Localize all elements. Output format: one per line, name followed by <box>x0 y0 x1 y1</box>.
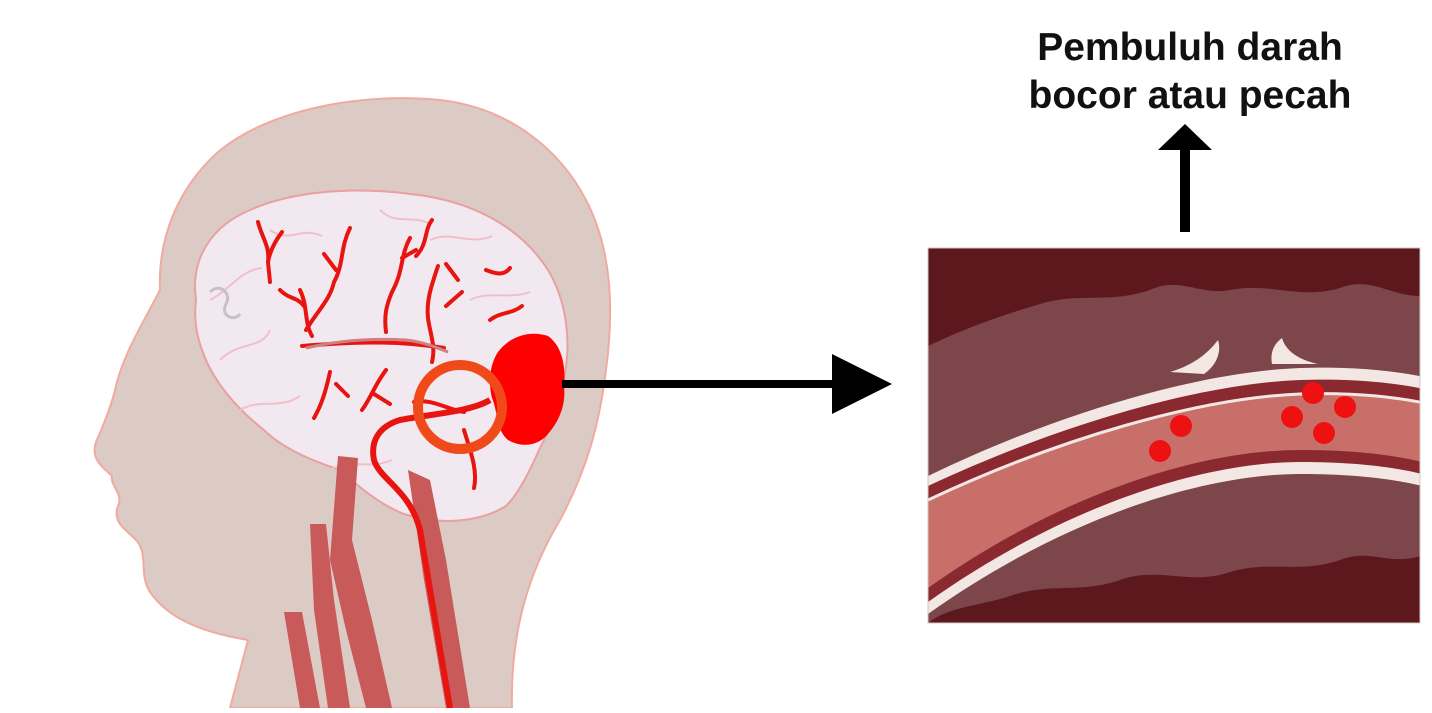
blood-cell <box>1313 422 1335 444</box>
blood-cell <box>1302 382 1324 404</box>
arrow-up <box>1158 124 1212 232</box>
brain <box>194 189 569 522</box>
neck-vessels <box>284 456 470 708</box>
head-illustration <box>93 97 612 709</box>
blood-cells <box>1149 382 1356 462</box>
blood-cell <box>1170 415 1192 437</box>
brain-arteries <box>256 218 524 490</box>
rupture-label-line1: Pembuluh darah <box>1037 26 1343 69</box>
carotid-artery <box>370 397 492 709</box>
brain-vessel-main <box>305 337 449 354</box>
brain-stem-detail <box>208 286 242 320</box>
blood-cell <box>1149 440 1171 462</box>
blood-cell <box>1334 396 1356 418</box>
highlight-circle <box>413 360 507 454</box>
rupture-label-line2: bocor atau pecah <box>1028 74 1352 117</box>
arrow-right <box>562 354 892 414</box>
brain-folds <box>209 209 531 471</box>
blood-cell <box>1281 406 1303 428</box>
blood-vessel-closeup <box>927 247 1421 624</box>
rupture-label: Pembuluh darah bocor atau pecah <box>990 24 1390 120</box>
hemorrhage <box>490 333 565 445</box>
